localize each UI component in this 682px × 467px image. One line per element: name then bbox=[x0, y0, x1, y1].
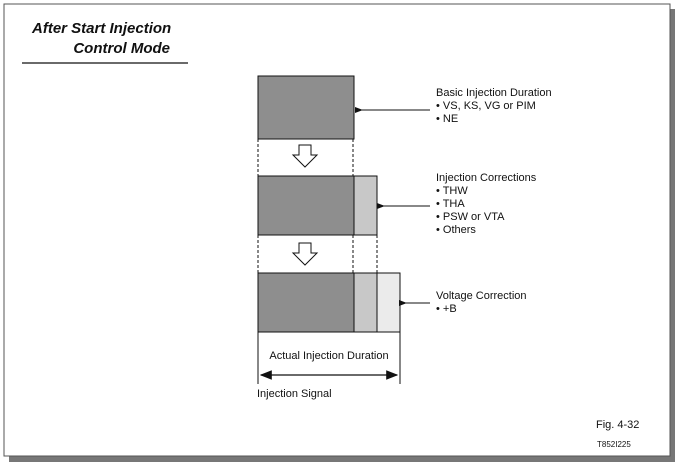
corrections-item: • THW bbox=[436, 185, 468, 197]
basic-segment bbox=[257, 272, 355, 333]
voltage-item: • +B bbox=[436, 303, 457, 315]
title-line1: After Start Injection bbox=[31, 20, 171, 37]
corrections-item: • THA bbox=[436, 198, 465, 210]
correction-segment bbox=[353, 175, 378, 236]
basic-heading: Basic Injection Duration bbox=[436, 87, 552, 99]
injection-signal-label: Injection Signal bbox=[257, 388, 332, 400]
dashed-guides bbox=[257, 139, 378, 273]
actual-duration-label: Actual Injection Duration bbox=[269, 350, 388, 362]
basic-segment bbox=[257, 175, 355, 236]
corrections-item: • PSW or VTA bbox=[436, 211, 505, 223]
basic-duration-block bbox=[257, 75, 355, 140]
down-arrow-icon bbox=[291, 144, 319, 168]
corrections-item: • Others bbox=[436, 224, 476, 236]
corrections-heading: Injection Corrections bbox=[436, 172, 537, 184]
down-arrow-icon bbox=[291, 242, 319, 266]
figure-code: T852I225 bbox=[597, 440, 631, 449]
figure-number: Fig. 4-32 bbox=[596, 419, 639, 431]
title-line2: Control Mode bbox=[73, 40, 170, 57]
voltage-segment bbox=[376, 272, 401, 333]
basic-item: • NE bbox=[436, 113, 458, 125]
correction-segment bbox=[353, 272, 378, 333]
basic-item: • VS, KS, VG or PIM bbox=[436, 100, 536, 112]
voltage-heading: Voltage Correction bbox=[436, 290, 527, 302]
